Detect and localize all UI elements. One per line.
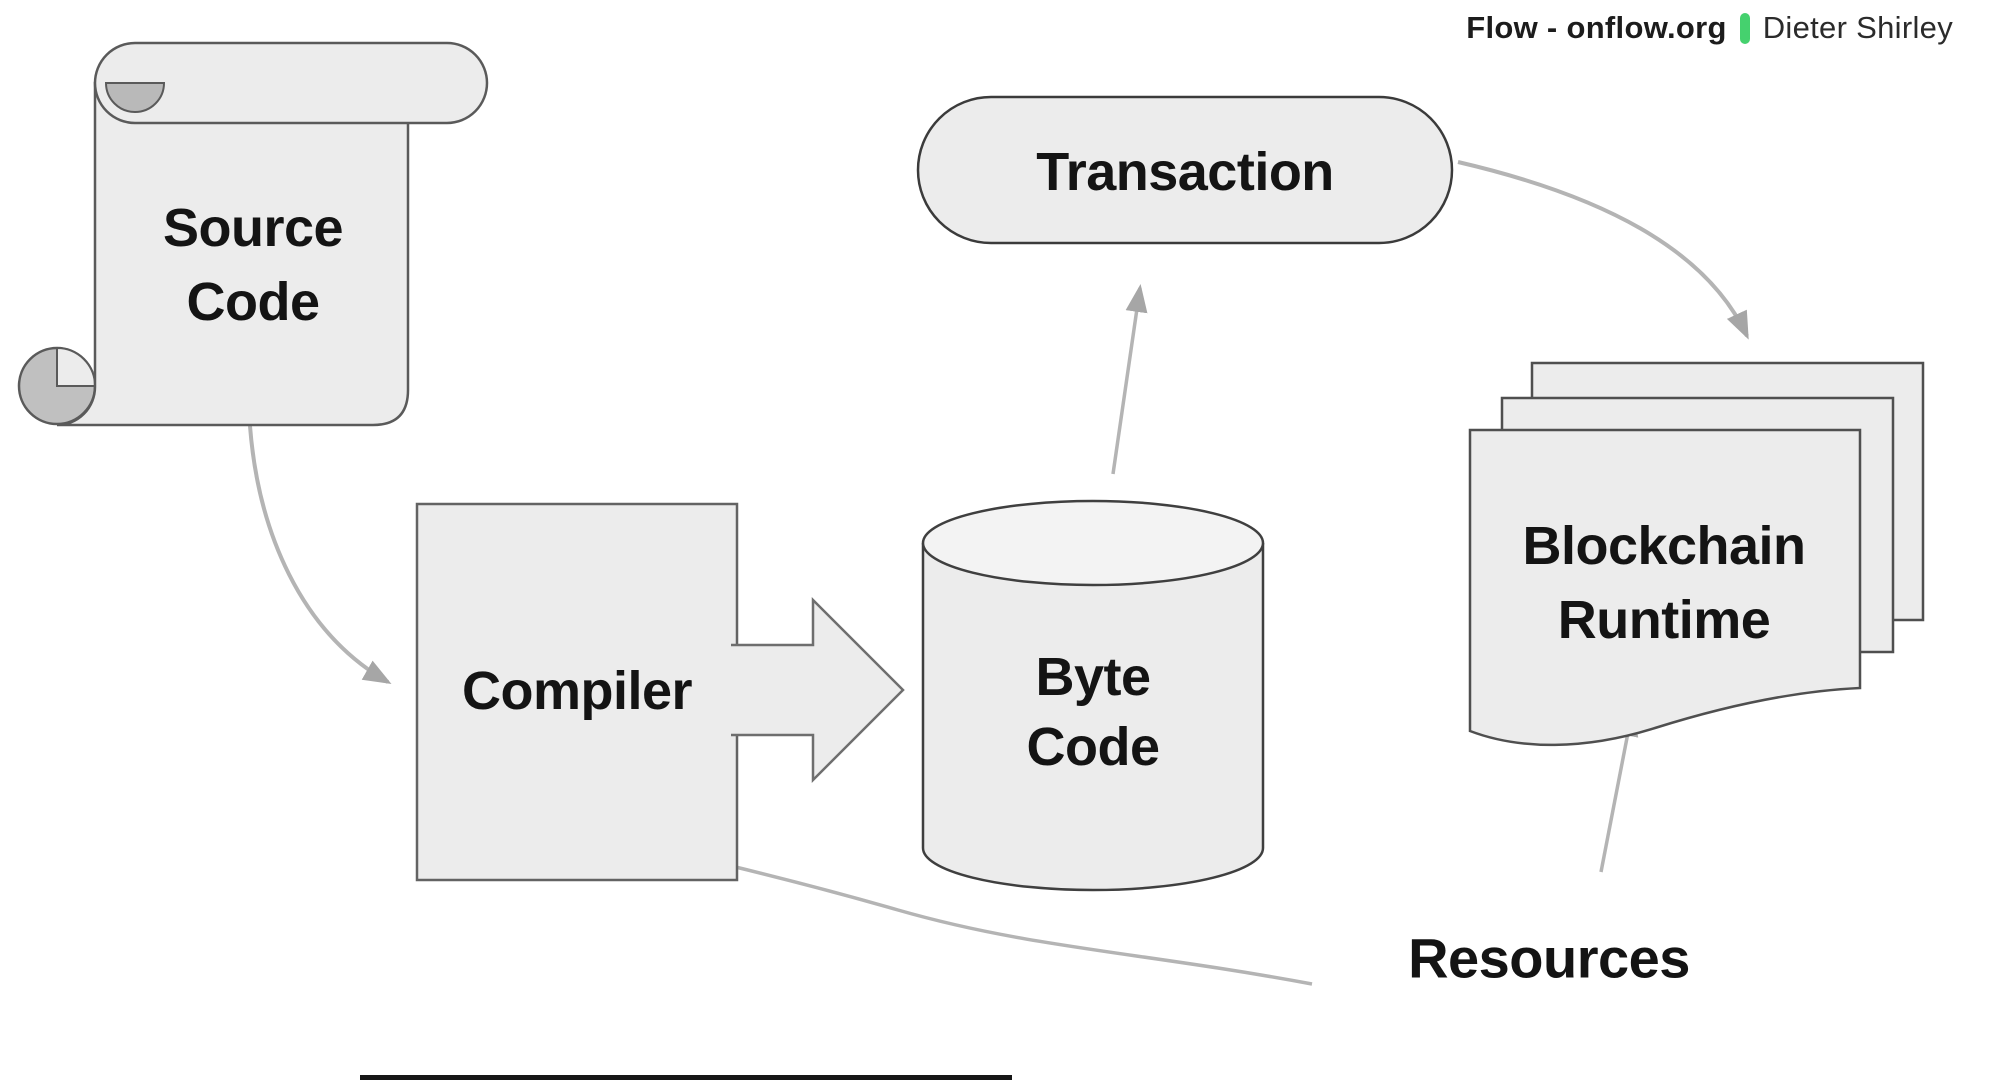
- compiler-label: Compiler: [462, 661, 693, 721]
- bottom-cropped-bar: [360, 1075, 1012, 1080]
- node-transaction: Transaction: [916, 95, 1454, 245]
- green-separator-bar: [1739, 12, 1750, 44]
- compiler-block-arrow: [731, 596, 905, 784]
- node-compiler: Compiler: [415, 502, 905, 882]
- edge-source-to-compiler: [248, 425, 392, 684]
- scroll-top-roll: [93, 41, 489, 125]
- source-code-label-line1: Source: [163, 198, 343, 258]
- byte-code-label-line2: Code: [1027, 717, 1160, 777]
- runtime-page-front: [1468, 428, 1862, 747]
- node-blockchain-runtime: Blockchain Runtime: [1468, 361, 1925, 747]
- scroll-sheet: [56, 81, 410, 427]
- byte-code-label-line1: Byte: [1035, 647, 1150, 707]
- edge-bytecode-to-transaction: [1111, 284, 1148, 475]
- edge-transaction-to-runtime: [1457, 160, 1749, 340]
- node-source-code: Source Code: [17, 41, 489, 427]
- source-code-label-line2: Code: [187, 272, 320, 332]
- transaction-pill: [916, 95, 1454, 245]
- cylinder-body: [921, 543, 1265, 892]
- runtime-label-line2: Runtime: [1558, 590, 1771, 650]
- node-byte-code: Byte Code: [921, 499, 1265, 892]
- edge-resources-to-runtime: [1599, 708, 1639, 873]
- resources-label: Resources: [1408, 927, 1690, 990]
- runtime-label-line1: Blockchain: [1522, 516, 1805, 576]
- transaction-label: Transaction: [1036, 142, 1334, 202]
- author-text: Dieter Shirley: [1762, 10, 1953, 45]
- seam-cover: [733, 648, 741, 732]
- scroll-bottom-curl-highlight: [56, 346, 97, 387]
- cylinder-top: [921, 499, 1265, 587]
- compiler-box: [415, 502, 739, 882]
- attribution-header: Flow - onflow.org Dieter Shirley: [1466, 10, 1953, 46]
- scroll-top-roll-shade: [104, 82, 166, 113]
- brand-text: Flow - onflow.org: [1466, 10, 1727, 45]
